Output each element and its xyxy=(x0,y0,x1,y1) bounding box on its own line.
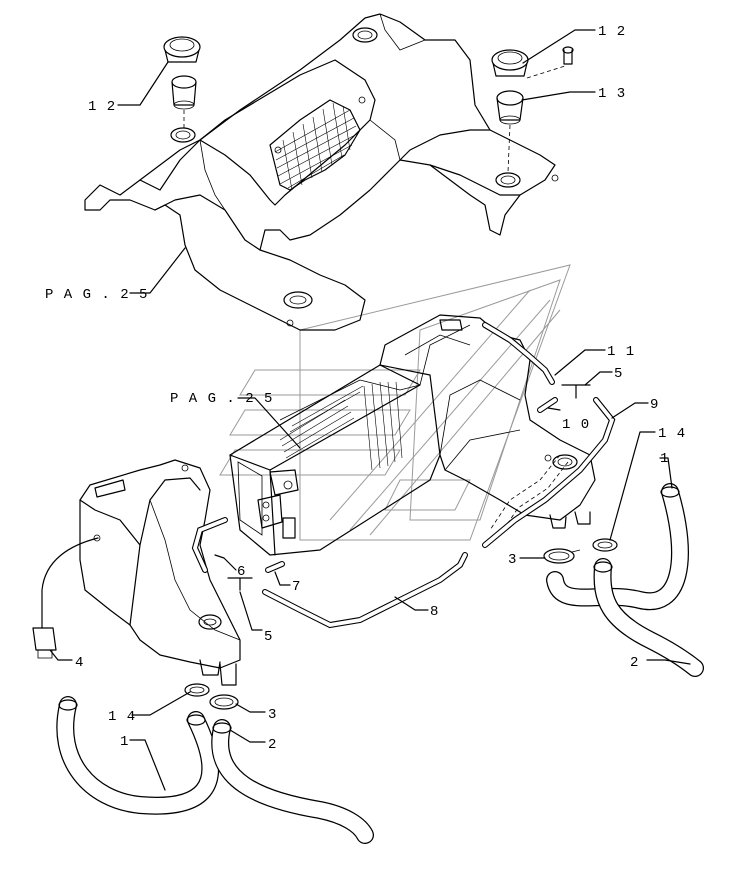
leader-lines xyxy=(49,29,691,791)
hose-clamps xyxy=(184,538,618,710)
callout-2-right: 2 xyxy=(630,655,639,671)
large-hoses xyxy=(56,483,704,844)
callout-pag25-center: P A G . 2 5 xyxy=(170,391,273,407)
callout-7: 7 xyxy=(292,579,301,595)
top-cover-panel xyxy=(84,13,559,331)
callout-1-left: 1 xyxy=(120,734,129,750)
screw xyxy=(562,46,574,65)
callout-3-right: 3 xyxy=(508,552,517,568)
callout-11: 1 1 xyxy=(607,344,635,360)
grommet-13 xyxy=(496,90,524,125)
watermark-logo xyxy=(219,264,571,541)
callout-12-right: 1 2 xyxy=(598,24,626,40)
callout-5-right: 5 xyxy=(614,366,623,382)
callout-10: 1 0 xyxy=(562,417,590,433)
callout-6: 6 xyxy=(237,564,246,580)
callout-1-right: 1 xyxy=(660,451,669,467)
callout-4: 4 xyxy=(75,655,84,671)
callout-8: 8 xyxy=(430,604,439,620)
heater-unit xyxy=(229,314,596,556)
left-side-duct xyxy=(32,459,241,686)
callout-12-left: 1 2 xyxy=(88,99,116,115)
callout-labels: 1 2 1 2 1 3 P A G . 2 5 P A G . 2 5 1 1 … xyxy=(45,24,686,753)
callout-14-left: 1 4 xyxy=(108,709,136,725)
grommet-left xyxy=(171,75,197,110)
vent-grille xyxy=(274,102,358,191)
callout-9: 9 xyxy=(650,397,659,413)
callout-5-left: 5 xyxy=(264,629,273,645)
plug-cap-12-left xyxy=(163,36,201,63)
callout-14-right: 1 4 xyxy=(658,426,686,442)
callout-13: 1 3 xyxy=(598,86,626,102)
callout-3-left: 3 xyxy=(268,707,277,723)
small-tubes xyxy=(191,322,616,629)
callout-pag25-top: P A G . 2 5 xyxy=(45,287,148,303)
callout-2-left: 2 xyxy=(268,737,277,753)
